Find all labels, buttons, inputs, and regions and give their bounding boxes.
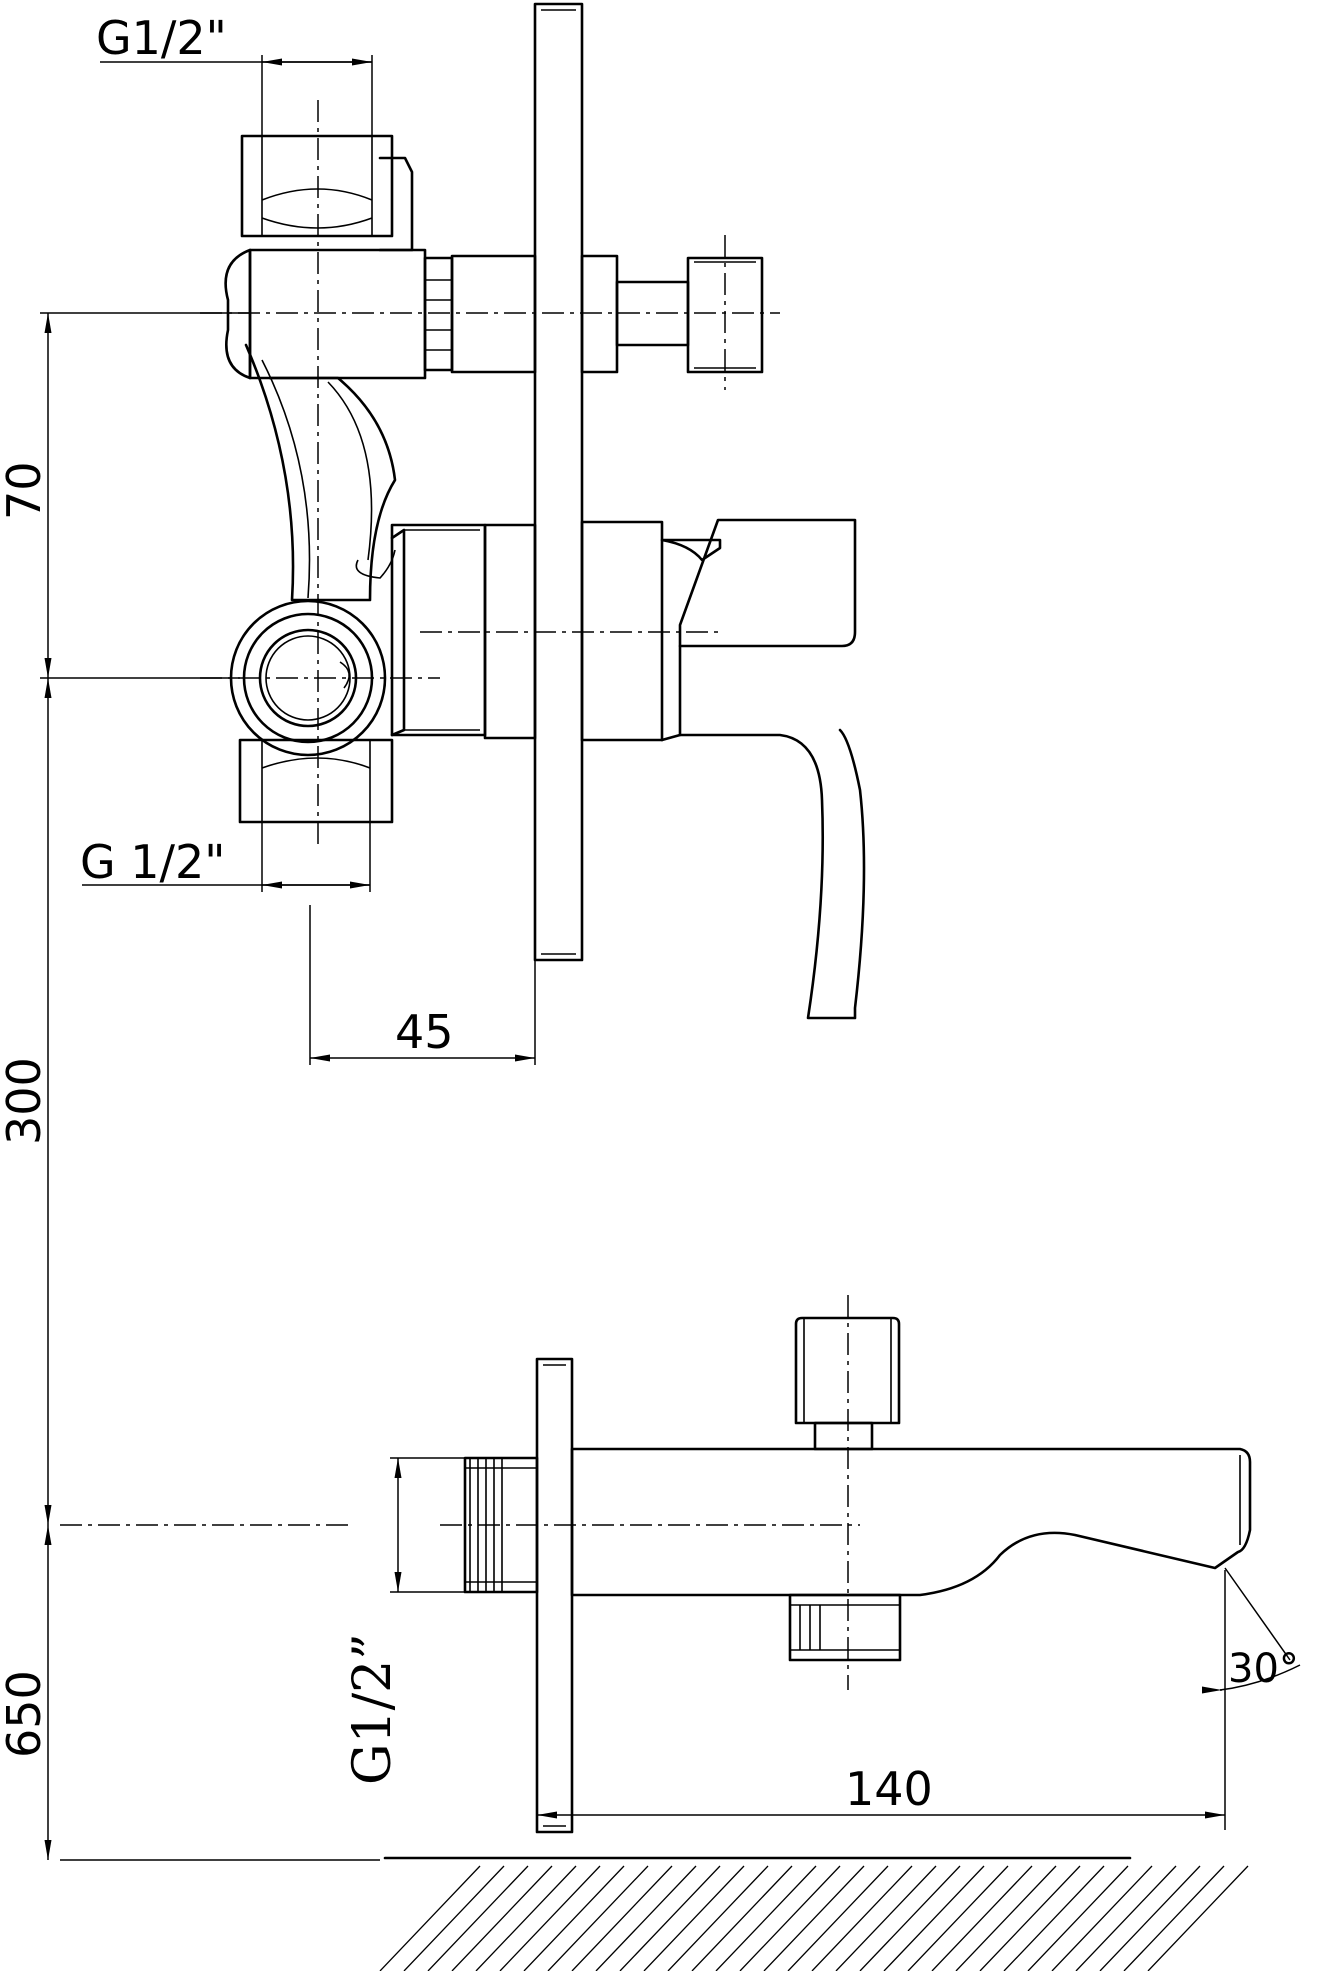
hatch-line (403, 1865, 505, 1971)
dim-mixer-height: 300 (0, 678, 52, 1525)
hatch-line (931, 1865, 1033, 1971)
dim-wall-depth: 45 (309, 905, 536, 1065)
floor-hatch (379, 1856, 1249, 1971)
hatch-line (955, 1865, 1057, 1971)
hatch-line (499, 1865, 601, 1971)
label-mixer-height: 300 (0, 1057, 51, 1145)
hatch-line (1027, 1865, 1129, 1971)
label-spout-thread: G1/2” (343, 1633, 403, 1785)
hatch-line (739, 1865, 841, 1971)
dim-spout-angle: 30° (1202, 1567, 1301, 1694)
dim-spout-thread: G1/2” (343, 1457, 465, 1785)
hatch-line (1099, 1865, 1201, 1971)
label-inlet-spacing: 70 (0, 461, 51, 520)
hatch-line (1003, 1865, 1105, 1971)
hatch-line (643, 1865, 745, 1971)
hatch-line (835, 1865, 937, 1971)
hatch-line (547, 1865, 649, 1971)
hatch-line (571, 1865, 673, 1971)
hatch-line (427, 1865, 529, 1971)
hatch-line (619, 1865, 721, 1971)
label-top-inlet-thread: G1/2" (96, 11, 227, 65)
hatch-line (451, 1865, 553, 1971)
hatch-line (787, 1865, 889, 1971)
hatch-line (907, 1865, 1009, 1971)
hatch-line (475, 1865, 577, 1971)
hatch-line (715, 1865, 817, 1971)
spout-center-lines (60, 1295, 860, 1690)
label-spout-height: 650 (0, 1670, 51, 1758)
label-spout-length: 140 (845, 1762, 933, 1816)
hatch-line (1123, 1865, 1225, 1971)
hatch-line (523, 1865, 625, 1971)
hatch-line (1051, 1865, 1153, 1971)
hatch-line (379, 1865, 481, 1971)
dim-top-inlet-thread: G1/2" (96, 11, 373, 136)
hatch-line (691, 1865, 793, 1971)
hatch-line (859, 1865, 961, 1971)
hatch-line (595, 1865, 697, 1971)
label-bottom-outlet-thread: G 1/2" (80, 835, 225, 889)
dim-spout-length: 140 (536, 1570, 1226, 1832)
label-spout-angle: 30° (1228, 1646, 1299, 1692)
dim-inlet-spacing: 70 (0, 312, 250, 679)
hatch-line (1075, 1865, 1177, 1971)
hatch-line (667, 1865, 769, 1971)
hatch-line (763, 1865, 865, 1971)
hatch-line (811, 1865, 913, 1971)
dim-spout-height: 650 (0, 1525, 380, 1861)
dim-bottom-outlet-thread: G 1/2" (80, 822, 371, 892)
hatch-line (883, 1865, 985, 1971)
mixer-valve-body (224, 2, 866, 1020)
label-wall-depth: 45 (395, 1005, 454, 1059)
hatch-line (979, 1865, 1081, 1971)
bath-spout (463, 1316, 1252, 1834)
hatch-line (1147, 1865, 1249, 1971)
